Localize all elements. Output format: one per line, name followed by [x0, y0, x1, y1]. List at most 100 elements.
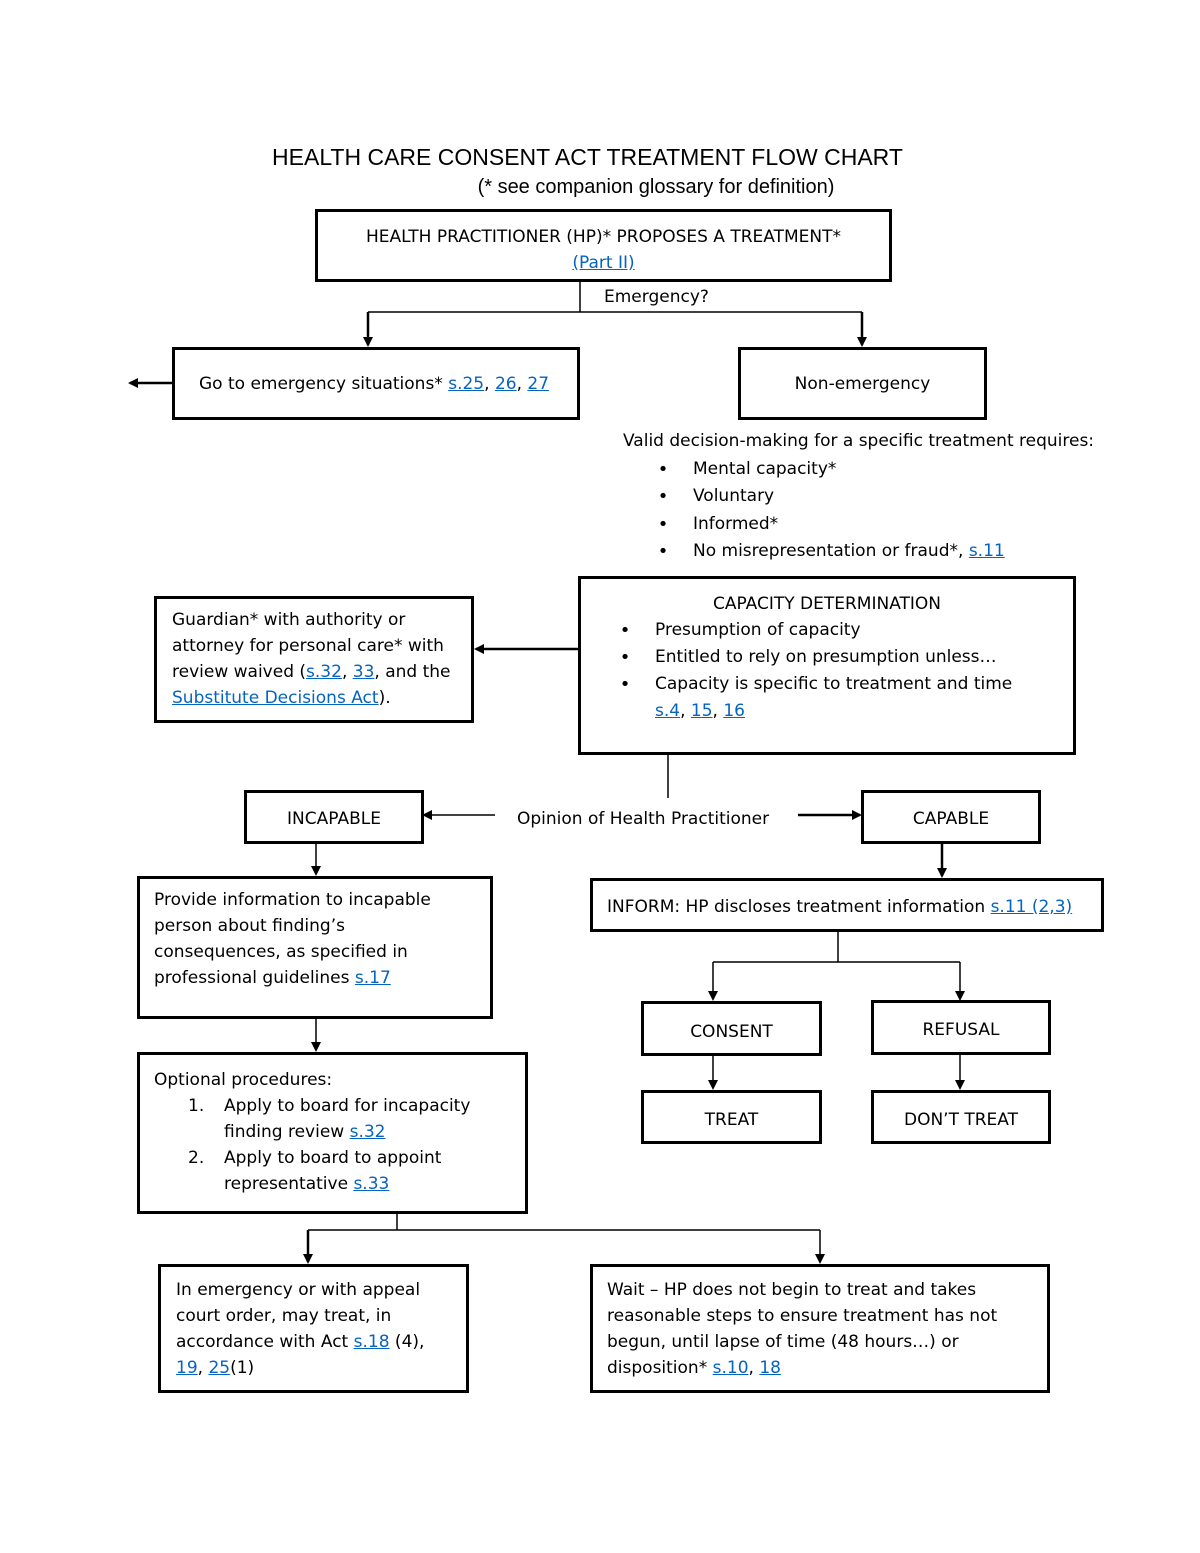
requirement-item: No misrepresentation or fraud*, s.11 — [653, 538, 1094, 566]
capacity-item: Entitled to rely on presumption unless… — [615, 644, 1063, 671]
treat-box: TREAT — [641, 1090, 822, 1144]
capacity-text: Entitled to rely on presumption unless… — [655, 647, 997, 667]
wait-line: Wait – HP does not begin to treat and ta… — [607, 1280, 977, 1300]
refusal-box: REFUSAL — [871, 1000, 1051, 1055]
separator: , — [197, 1358, 209, 1378]
appeal-text: (1) — [230, 1358, 255, 1378]
capacity-determination-box: CAPACITY DETERMINATION Presumption of ca… — [578, 576, 1076, 755]
emergency-question: Emergency? — [604, 287, 709, 307]
s26-link[interactable]: 26 — [494, 374, 517, 394]
requirement-item: Voluntary — [653, 483, 1094, 511]
separator: , — [748, 1358, 760, 1378]
s25-link[interactable]: s.25 — [448, 374, 485, 394]
capacity-text: Presumption of capacity — [655, 620, 861, 640]
proposes-treatment-text: HEALTH PRACTITIONER (HP)* PROPOSES A TRE… — [366, 227, 841, 247]
dont-treat-box: DON’T TREAT — [871, 1090, 1051, 1144]
appeal-text: accordance with Act — [176, 1332, 354, 1352]
consent-box: CONSENT — [641, 1001, 822, 1056]
requirement-text: Mental capacity* — [693, 458, 837, 479]
s4-link[interactable]: s.4 — [655, 701, 681, 721]
provide-info-line: Provide information to incapable — [154, 890, 431, 910]
s32-link[interactable]: s.32 — [306, 662, 342, 682]
s10-link[interactable]: s.10 — [712, 1358, 749, 1378]
item-number: 1. — [188, 1096, 205, 1116]
capacity-item: Capacity is specific to treatment and ti… — [615, 671, 1063, 725]
s18-link[interactable]: s.18 — [353, 1332, 390, 1352]
refusal-label: REFUSAL — [922, 1020, 1000, 1040]
provide-info-line: person about finding’s — [154, 916, 345, 936]
requirement-text: Voluntary — [693, 486, 775, 506]
separator: , — [516, 374, 528, 394]
non-emergency-box: Non-emergency — [738, 347, 987, 420]
appeal-line: In emergency or with appeal — [176, 1280, 421, 1300]
optional-item-text: representative — [224, 1174, 354, 1194]
valid-decision-heading: Valid decision-making for a specific tre… — [623, 431, 1095, 451]
item-number: 2. — [188, 1148, 205, 1168]
part-ii-link[interactable]: (Part II) — [572, 253, 635, 273]
s11-2-3-link[interactable]: s.11 (2,3) — [990, 897, 1073, 917]
non-emergency-label: Non-emergency — [794, 374, 931, 394]
capacity-heading: CAPACITY DETERMINATION — [712, 594, 942, 614]
emergency-box: Go to emergency situations* s.25, 26, 27 — [172, 347, 580, 420]
requirement-item: Informed* — [653, 511, 1094, 539]
capable-label: CAPABLE — [912, 809, 990, 829]
incapable-box: INCAPABLE — [244, 790, 424, 844]
s16-link[interactable]: 16 — [723, 701, 745, 721]
valid-decision-section: Valid decision-making for a specific tre… — [623, 428, 1094, 566]
provide-info-line: professional guidelines — [154, 968, 355, 988]
s19-link[interactable]: 19 — [176, 1358, 198, 1378]
emergency-box-text: Go to emergency situations* — [199, 374, 449, 394]
s25-link[interactable]: 25 — [208, 1358, 231, 1378]
separator: , — [341, 662, 353, 682]
s33-link[interactable]: 33 — [352, 662, 375, 682]
requirement-text: Informed* — [693, 513, 779, 534]
inform-text: INFORM: HP discloses treatment informati… — [607, 897, 991, 917]
page-title: HEALTH CARE CONSENT ACT TREATMENT FLOW C… — [272, 144, 903, 170]
capable-box: CAPABLE — [861, 790, 1041, 844]
wait-box: Wait – HP does not begin to treat and ta… — [590, 1264, 1050, 1393]
provide-information-box: Provide information to incapable person … — [137, 876, 493, 1019]
provide-info-line: consequences, as specified in — [154, 942, 408, 962]
optional-item-text: finding review — [224, 1122, 350, 1142]
guardian-line: attorney for personal care* with — [172, 636, 444, 656]
opinion-label: Opinion of Health Practitioner — [517, 809, 770, 829]
substitute-decisions-act-link[interactable]: Substitute Decisions Act — [172, 688, 379, 708]
emergency-appeal-box: In emergency or with appeal court order,… — [158, 1264, 469, 1393]
appeal-text: (4), — [389, 1332, 425, 1352]
requirement-item: Mental capacity* — [653, 456, 1094, 484]
treat-label: TREAT — [704, 1110, 759, 1130]
optional-item: 2. Apply to board to appoint representat… — [154, 1145, 525, 1197]
separator: , — [680, 701, 691, 721]
guardian-line: Guardian* with authority or — [172, 610, 406, 630]
s33-link[interactable]: s.33 — [353, 1174, 390, 1194]
dont-treat-label: DON’T TREAT — [903, 1110, 1018, 1130]
inform-box: INFORM: HP discloses treatment informati… — [590, 878, 1104, 932]
wait-line: begun, until lapse of time (48 hours…) o… — [607, 1332, 959, 1352]
optional-heading: Optional procedures: — [154, 1070, 333, 1090]
optional-item: 1. Apply to board for incapacity finding… — [154, 1093, 525, 1145]
guardian-text: , and the — [374, 662, 451, 682]
proposes-treatment-box: HEALTH PRACTITIONER (HP)* PROPOSES A TRE… — [315, 209, 892, 282]
s27-link[interactable]: 27 — [527, 374, 550, 394]
guardian-text: review waived ( — [172, 662, 307, 682]
page-subtitle: (* see companion glossary for definition… — [477, 176, 835, 198]
wait-line: disposition* — [607, 1358, 713, 1378]
capacity-text: Capacity is specific to treatment and ti… — [655, 674, 1013, 694]
separator: , — [712, 701, 724, 721]
guardian-box: Guardian* with authority or attorney for… — [154, 596, 474, 723]
s15-link[interactable]: 15 — [690, 701, 713, 721]
guardian-text: ). — [378, 688, 391, 708]
s17-link[interactable]: s.17 — [354, 968, 391, 988]
optional-item-text: Apply to board for incapacity — [224, 1096, 471, 1116]
s11-link[interactable]: s.11 — [968, 541, 1005, 561]
separator: , — [484, 374, 495, 394]
capacity-item: Presumption of capacity — [615, 617, 1063, 644]
consent-label: CONSENT — [690, 1022, 773, 1042]
s32-link[interactable]: s.32 — [349, 1122, 386, 1142]
s18-link[interactable]: 18 — [759, 1358, 781, 1378]
requirement-text: No misrepresentation or fraud*, — [693, 541, 969, 561]
wait-line: reasonable steps to ensure treatment has… — [607, 1306, 998, 1326]
appeal-line: court order, may treat, in — [176, 1306, 392, 1326]
optional-procedures-box: Optional procedures: 1. Apply to board f… — [137, 1052, 528, 1214]
